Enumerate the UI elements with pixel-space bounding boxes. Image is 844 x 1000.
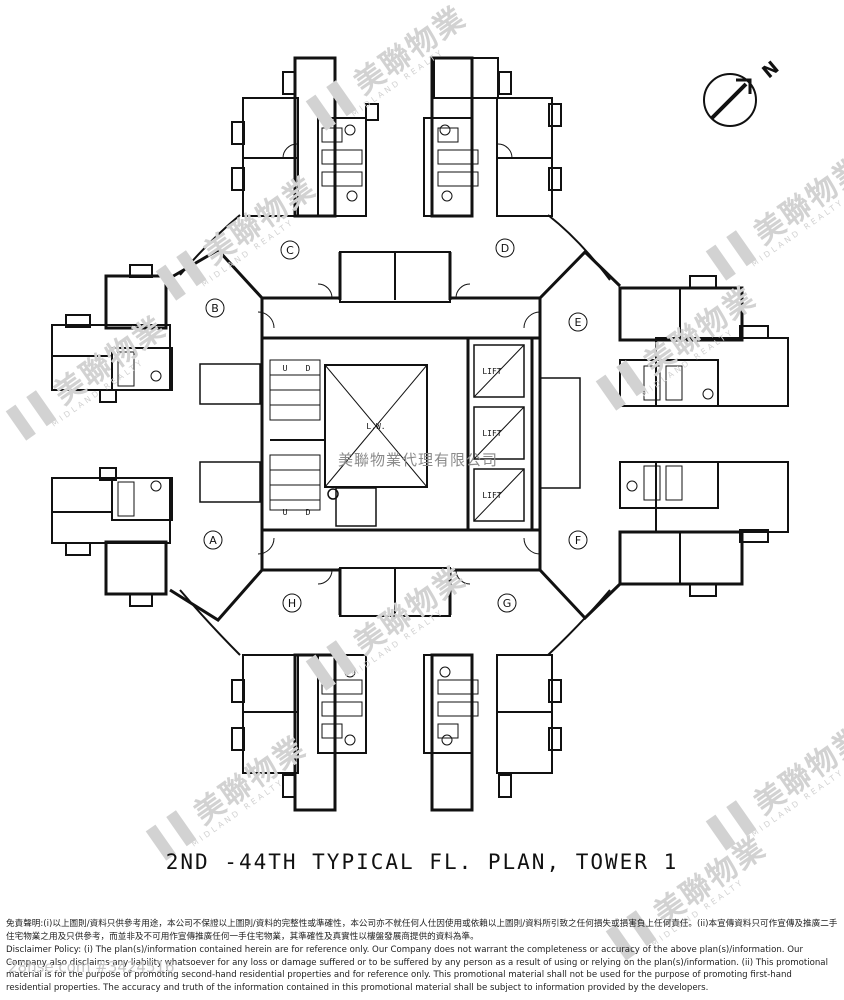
disclaimer-zh: 免責聲明:(i)以上圖則/資料只供參考用途，本公司不保證以上圖則/資料的完整性或…: [6, 919, 838, 942]
stair-down-label-2: D: [306, 508, 311, 517]
unit-label-d: D: [501, 242, 509, 255]
lift-label-2: LIFT: [482, 429, 501, 438]
unit-label-a: A: [209, 534, 217, 547]
unit-marker-b: [205, 298, 225, 318]
lift-label-3: LIFT: [482, 491, 501, 500]
unit-label-b: B: [211, 302, 219, 315]
stair-down-label: D: [306, 364, 311, 373]
disclaimer-en: Disclaimer Policy: (i) The plan(s)/infor…: [6, 945, 828, 993]
lift-label-1: LIFT: [482, 367, 501, 376]
unit-label-f: F: [575, 534, 581, 547]
lw-label: L.W.: [366, 422, 385, 431]
floor-plan: C D B E A F H G LIFT LIFT LIFT L.W. U D …: [51, 56, 789, 812]
unit-label-h: H: [288, 597, 296, 610]
north-label: N: [758, 57, 783, 83]
unit-label-g: G: [503, 597, 512, 610]
stair-up-label-2: U: [283, 508, 288, 517]
company-watermark-text: 美聯物業代理有限公司: [338, 451, 499, 469]
stair-up-label: U: [283, 364, 288, 373]
unit-label-e: E: [575, 316, 582, 329]
unit-marker-f: [568, 530, 588, 550]
unit-marker-c: [280, 240, 300, 260]
unit-marker-h: [282, 593, 302, 613]
site-watermark: 28hse.com #3424516: [8, 958, 175, 976]
unit-marker-e: [568, 312, 588, 332]
unit-marker-a: [203, 530, 223, 550]
plan-title: 2ND -44TH TYPICAL FL. PLAN, TOWER 1: [165, 850, 679, 874]
unit-marker-d: [495, 238, 515, 258]
unit-label-c: C: [286, 244, 294, 257]
unit-marker-g: [497, 593, 517, 613]
